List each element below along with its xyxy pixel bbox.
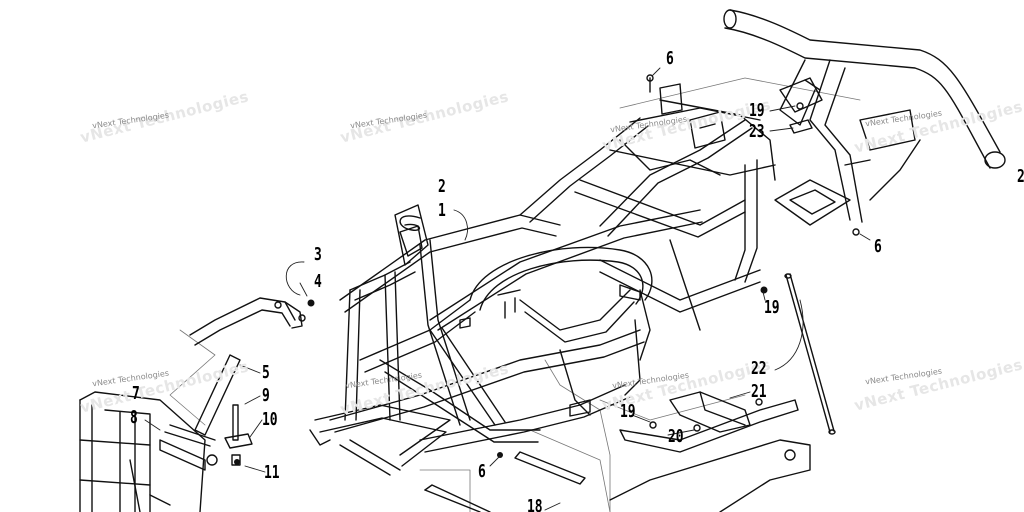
callout-20: 20 bbox=[668, 426, 684, 447]
tie-rod bbox=[784, 273, 836, 435]
front-rack bbox=[79, 391, 218, 512]
callout-2-edge: 2 bbox=[1017, 168, 1024, 186]
callout-6-top: 6 bbox=[666, 48, 674, 69]
callout-3: 3 bbox=[314, 244, 322, 265]
fastener-dots bbox=[234, 286, 768, 465]
callout-6-right: 6 bbox=[874, 236, 882, 257]
mounting-hardware bbox=[224, 404, 253, 466]
main-frame bbox=[309, 99, 776, 476]
rear-rack bbox=[723, 9, 1006, 226]
bumper-bracket bbox=[189, 297, 306, 346]
callout-10: 10 bbox=[262, 409, 278, 430]
callout-1: 1 bbox=[438, 200, 446, 221]
assembly-guide-lines bbox=[169, 77, 861, 512]
wire-loop bbox=[399, 215, 421, 231]
callout-8: 8 bbox=[130, 407, 138, 428]
callout-19-top: 19 bbox=[749, 100, 765, 121]
callout-11: 11 bbox=[264, 462, 280, 483]
callout-4: 4 bbox=[314, 271, 322, 292]
callout-5: 5 bbox=[262, 362, 270, 383]
rear-mount-brackets bbox=[646, 74, 860, 236]
callout-9: 9 bbox=[262, 385, 270, 406]
callout-6-bottom: 6 bbox=[478, 461, 486, 482]
callout-7: 7 bbox=[132, 383, 140, 404]
callout-21: 21 bbox=[751, 381, 767, 402]
callout-22: 22 bbox=[751, 358, 767, 379]
callout-2: 2 bbox=[438, 176, 446, 197]
support-strut bbox=[194, 354, 241, 436]
callout-23: 23 bbox=[749, 121, 765, 142]
callout-19-mid: 19 bbox=[764, 297, 780, 318]
callout-leaders bbox=[144, 67, 871, 511]
skid-bars bbox=[424, 451, 586, 512]
callout-19-bottom: 19 bbox=[620, 401, 636, 422]
callout-18: 18 bbox=[527, 496, 543, 512]
skid-bracket bbox=[609, 391, 811, 512]
